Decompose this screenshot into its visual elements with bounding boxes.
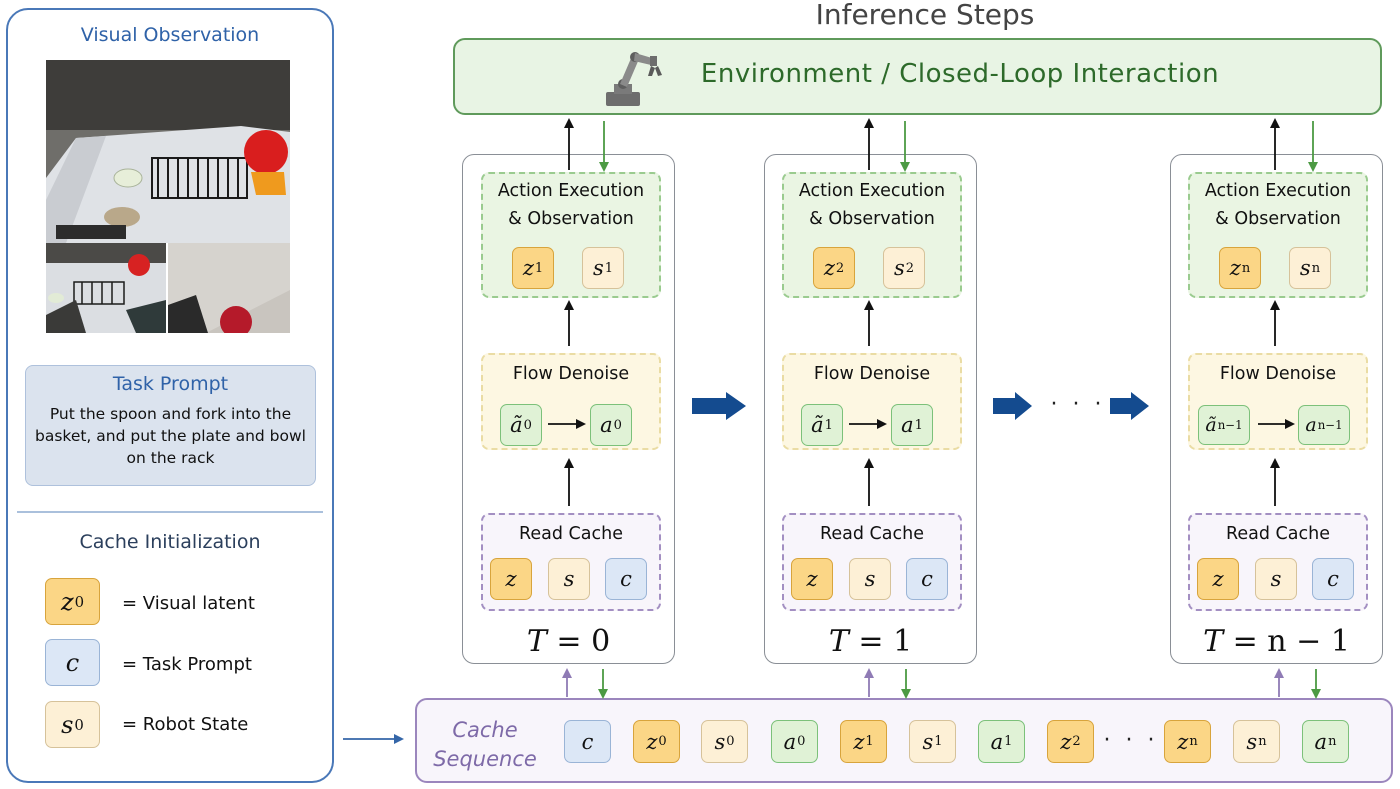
read-cache-title-t0: Read Cache [519,524,623,544]
read-token-s-tn-1: s [1255,558,1297,600]
robot-arm-icon [602,44,666,110]
read-token-z-t0: z [490,558,532,600]
seq-ellipsis: · · · [1103,728,1159,753]
time-label-t1: T = 1 [828,624,913,659]
step-arrow-3 [1110,392,1149,420]
cache-initialization-title: Cache Initialization [79,531,261,553]
step-arrow-1 [692,392,746,420]
task-prompt-text: Put the spoon and fork into the basket, … [34,405,306,467]
read-token-s-t0: s [548,558,590,600]
legend-robot-state-label: = Robot State [122,714,249,735]
seq-token-c: c [564,720,611,763]
time-label-t0: T = 0 [526,624,611,659]
flow-denoise-title-t1: Flow Denoise [813,364,931,384]
legend-task-prompt-tile: c [45,639,100,686]
read-token-s-t1: s [849,558,891,600]
action-execution-box-t0 [481,172,661,298]
task-prompt-title: Task Prompt [112,373,229,395]
read-token-c-t1: c [906,558,948,600]
left-panel-divider [17,511,323,513]
task-prompt-box [25,365,316,486]
flow-denoise-title-t0: Flow Denoise [512,364,630,384]
read-token-z-t1: z [791,558,833,600]
legend-task-prompt-label: = Task Prompt [122,654,252,675]
legend-visual-latent-label: = Visual latent [122,593,255,614]
action-execution-title-tn-1: Action Execution& Observation [1204,181,1352,229]
read-token-c-tn-1: c [1312,558,1354,600]
environment-title: Environment / Closed-Loop Interaction [700,59,1220,89]
step-arrow-2 [993,392,1032,420]
action-execution-title-t1: Action Execution& Observation [798,181,946,229]
action-execution-box-t1 [782,172,962,298]
read-cache-title-t1: Read Cache [820,524,924,544]
read-token-c-t0: c [605,558,647,600]
read-token-z-tn-1: z [1197,558,1239,600]
inference-steps-heading: Inference Steps [815,0,1035,31]
action-execution-box-tn-1 [1188,172,1368,298]
time-label-tn-1: T = n − 1 [1203,624,1350,659]
action-execution-title-t0: Action Execution& Observation [497,181,645,229]
read-cache-title-tn-1: Read Cache [1226,524,1330,544]
observation-photo [46,60,290,333]
flow-denoise-title-tn-1: Flow Denoise [1219,364,1337,384]
visual-observation-title: Visual Observation [80,24,260,46]
visual-observation-image [46,60,290,333]
steps-ellipsis: · · · [1050,392,1106,417]
